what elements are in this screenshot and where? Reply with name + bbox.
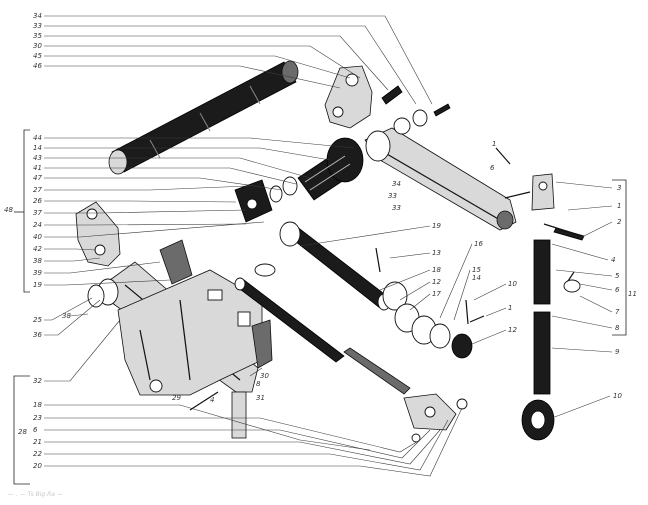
label: 44 bbox=[33, 134, 42, 142]
label: 3 bbox=[617, 184, 621, 192]
label: 6 bbox=[490, 164, 495, 172]
labels-left-top: 34 33 35 30 45 46 bbox=[33, 12, 433, 105]
label: 31 bbox=[256, 394, 265, 402]
label: 33 bbox=[33, 22, 42, 30]
label: 12 bbox=[508, 326, 517, 334]
labels-center: 19 13 16 15 14 18 12 17 10 1 12 bbox=[299, 222, 517, 345]
label: 6 bbox=[615, 286, 620, 294]
label: 17 bbox=[432, 290, 441, 298]
label: 22 bbox=[33, 450, 42, 458]
labels-right-col: 3 1 2 4 5 6 7 8 9 10 11 bbox=[551, 179, 637, 419]
label: 21 bbox=[33, 438, 42, 446]
label: 10 bbox=[508, 280, 517, 288]
label: 23 bbox=[33, 414, 42, 422]
label: 33 bbox=[388, 192, 397, 200]
right-lift-arm bbox=[364, 117, 517, 231]
label: 20 bbox=[33, 462, 42, 470]
label: 8 bbox=[256, 380, 261, 388]
label: 27 bbox=[33, 186, 42, 194]
label: 7 bbox=[615, 308, 620, 316]
small-parts bbox=[189, 147, 583, 439]
lower-shaft bbox=[234, 277, 411, 395]
upper-shaft bbox=[108, 60, 299, 175]
label: 33 bbox=[392, 204, 401, 212]
labels-bottom-left: 18 23 6 21 22 20 28 bbox=[13, 375, 463, 485]
label: 39 bbox=[33, 269, 42, 277]
label: 29 bbox=[172, 394, 181, 402]
label: 9 bbox=[615, 348, 620, 356]
label: 34 bbox=[33, 12, 42, 20]
labels-misc: 1 6 33 29 4 30 8 31 34 33 bbox=[172, 140, 496, 404]
label: 5 bbox=[615, 272, 620, 280]
label: 45 bbox=[33, 52, 42, 60]
labels-left-mid: 44 14 43 41 47 27 26 37 24 40 42 38 39 1… bbox=[33, 134, 355, 289]
label: 35 bbox=[33, 32, 42, 40]
label: 26 bbox=[33, 197, 42, 205]
group-label-11: 11 bbox=[628, 290, 637, 298]
label: 14 bbox=[472, 274, 481, 282]
label: 36 bbox=[33, 331, 42, 339]
lower-fork bbox=[403, 393, 468, 443]
group-bracket-48: 48 bbox=[4, 129, 30, 293]
label: 47 bbox=[33, 174, 42, 182]
label: 30 bbox=[33, 42, 42, 50]
label: 18 bbox=[33, 401, 42, 409]
label: 1 bbox=[508, 304, 512, 312]
label: 1 bbox=[492, 140, 496, 148]
label: 6 bbox=[33, 426, 38, 434]
label-screw: 38 bbox=[62, 312, 71, 320]
label: 24 bbox=[33, 221, 42, 229]
label: 19 bbox=[432, 222, 441, 230]
label: 46 bbox=[33, 62, 42, 70]
label: 12 bbox=[432, 278, 441, 286]
label: 42 bbox=[33, 245, 42, 253]
labels-left-low: 38 25 36 32 bbox=[33, 297, 121, 385]
group-label-28: 28 bbox=[18, 428, 27, 436]
upper-bracket bbox=[324, 65, 451, 129]
label: 41 bbox=[33, 164, 42, 172]
label: 4 bbox=[210, 396, 214, 404]
label: 40 bbox=[33, 233, 42, 241]
label: 25 bbox=[33, 316, 42, 324]
label: 19 bbox=[33, 281, 42, 289]
label: 15 bbox=[472, 266, 481, 274]
label: 13 bbox=[432, 249, 441, 257]
label: 4 bbox=[611, 256, 615, 264]
label: 38 bbox=[33, 257, 42, 265]
middle-shaft bbox=[279, 221, 393, 311]
housing-body bbox=[117, 269, 263, 396]
label: 14 bbox=[33, 144, 42, 152]
turnbuckle-link bbox=[521, 173, 585, 441]
left-bracket bbox=[75, 179, 276, 277]
label: 1 bbox=[617, 202, 621, 210]
label: 43 bbox=[33, 154, 42, 162]
label: 2 bbox=[617, 218, 622, 226]
label: 10 bbox=[613, 392, 622, 400]
label: 30 bbox=[260, 372, 269, 380]
group-label-48: 48 bbox=[4, 206, 13, 214]
label: 37 bbox=[33, 209, 42, 217]
label: 16 bbox=[474, 240, 483, 248]
label: 8 bbox=[615, 324, 620, 332]
label: 34 bbox=[392, 180, 401, 188]
label: 32 bbox=[33, 377, 42, 385]
washer-rings bbox=[382, 281, 473, 359]
label: 18 bbox=[432, 266, 441, 274]
footer-text: — . — Ts Big Ra — bbox=[8, 491, 63, 498]
